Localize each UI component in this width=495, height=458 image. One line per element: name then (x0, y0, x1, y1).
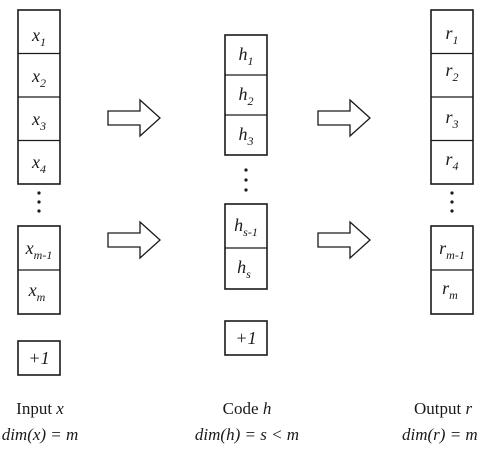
output-ellipsis (450, 191, 454, 213)
arrow-right-icon (107, 220, 161, 260)
code-bias: +1 (224, 320, 268, 356)
input-cell-2: x2 (31, 66, 46, 90)
arrow-right-icon (317, 220, 371, 260)
output-cell-m-1: rm-1 (439, 238, 465, 262)
output-vector-bottom: rm-1 rm (430, 225, 474, 315)
input-cell-m: xm (28, 280, 46, 304)
input-vector-bottom: xm-1 xm (17, 225, 61, 315)
output-dim: dim(r) = m (402, 425, 478, 444)
input-cell-4: x4 (31, 152, 46, 176)
code-bias-label: +1 (235, 328, 256, 348)
code-cell-2: h2 (239, 84, 254, 108)
code-vector-bottom: hs-1 hs (224, 203, 268, 290)
output-cell-1: r1 (445, 23, 458, 47)
arrow-right-icon (317, 98, 371, 138)
input-caption: Input x (16, 399, 64, 418)
output-caption: Output r (414, 399, 472, 418)
code-ellipsis (244, 168, 248, 192)
input-dim: dim(x) = m (2, 425, 79, 444)
arrow-right-icon (107, 98, 161, 138)
output-cell-2: r2 (445, 60, 458, 84)
code-caption: Code h (223, 399, 272, 418)
code-cell-s-1: hs-1 (234, 215, 258, 239)
input-bias-label: +1 (28, 348, 49, 368)
code-cell-3: h3 (239, 124, 254, 148)
code-cell-s: hs (237, 257, 251, 281)
input-cell-1: x1 (31, 25, 46, 49)
input-cell-m-1: xm-1 (25, 238, 53, 262)
input-vector-top: x1 x2 x3 x4 (17, 9, 61, 185)
code-tail-frame (224, 203, 268, 290)
code-bias-box (224, 320, 268, 356)
code-cell-1: h1 (239, 44, 254, 68)
output-cell-m: rm (442, 278, 458, 302)
output-cell-3: r3 (445, 107, 458, 131)
input-cell-3: x3 (31, 109, 46, 133)
code-vector-top: h1 h2 h3 (224, 34, 268, 156)
input-bias: +1 (17, 340, 61, 376)
input-ellipsis (37, 191, 41, 213)
code-column-frame (224, 34, 268, 156)
input-bias-box (17, 340, 61, 376)
output-cell-4: r4 (445, 149, 458, 173)
code-dim: dim(h) = s < m (195, 425, 299, 444)
output-vector-top: r1 r2 r3 r4 (430, 9, 474, 185)
